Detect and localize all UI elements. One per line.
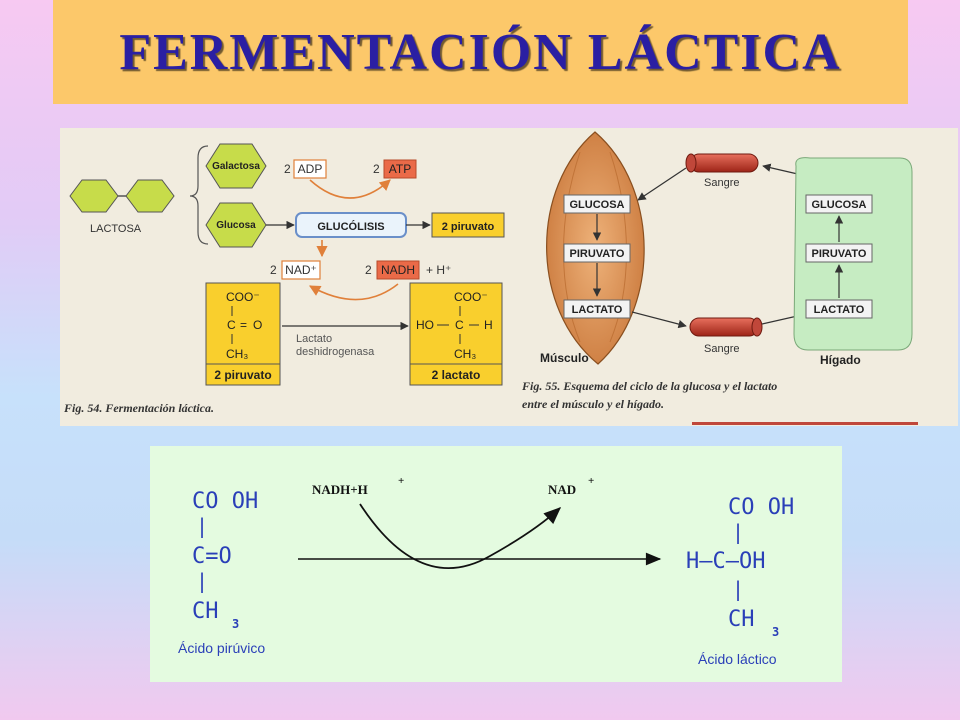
pyruvic-bond-2: |	[196, 569, 208, 593]
lactate-h: H	[484, 318, 493, 332]
muscle-lactato-label: LACTATO	[572, 304, 623, 316]
lactate-coo: COO⁻	[454, 290, 488, 304]
piruvato-output-label: 2 piruvato	[442, 221, 495, 233]
pyruvic-cooh: CO OH	[192, 489, 258, 514]
fig54-caption: Fig. 54. Fermentación láctica.	[63, 401, 214, 415]
lactic-sub-3: 3	[772, 625, 779, 639]
liver-lactato-label: LACTATO	[814, 304, 865, 316]
muscle-to-blood-arrow	[631, 311, 687, 329]
muscle-piruvato-box	[563, 243, 631, 263]
split-brace	[189, 145, 209, 245]
musculo-label: Músculo	[540, 351, 589, 365]
lactate-ho: HO	[416, 318, 434, 332]
textbook-figure-panel: LACTOSA Galactosa Glucosa GLUCÓLISIS 2 p…	[60, 128, 958, 426]
enzyme-label-line2: deshidrogenasa	[296, 346, 375, 358]
nadh-box	[376, 260, 420, 280]
liver-glucosa-label: GLUCOSA	[812, 199, 867, 211]
lactate-c: C	[455, 318, 464, 332]
glucosa-label: Glucosa	[216, 220, 256, 231]
nadh-label: NADH	[381, 263, 415, 277]
pyruvate-ch3: CH₃	[226, 347, 248, 361]
liver-glucosa-box	[805, 194, 873, 214]
sangre-top-label: Sangre	[704, 177, 739, 189]
reaction-panel: CO OH | C=O | CH 3 Ácido pirúvico NADH+H…	[150, 446, 842, 682]
nad-label: NAD⁺	[285, 263, 317, 277]
nad-label: NAD	[548, 482, 576, 497]
page-title: FERMENTACIÓN LÁCTICA	[119, 23, 842, 81]
plus-h-label: + H⁺	[426, 263, 451, 277]
nadh-superscript: +	[398, 475, 404, 487]
galactosa-hexagon	[205, 143, 267, 189]
pyruvic-bond-1: |	[196, 514, 208, 538]
atp-coefficient: 2	[373, 162, 380, 176]
pyruvic-ch: CH	[192, 599, 219, 624]
lactosa-label: LACTOSA	[90, 223, 142, 235]
galactosa-label: Galactosa	[212, 161, 260, 172]
lactic-ch: CH	[728, 607, 755, 632]
cofactor-curved-arrow	[359, 503, 562, 569]
nad-box	[281, 260, 321, 280]
blood-vessel-top	[685, 153, 759, 173]
nadh-nad-arc-arrow-return	[309, 283, 399, 301]
lactic-cooh: CO OH	[728, 495, 794, 520]
lactose-hexagon-left	[69, 179, 119, 213]
fig55-caption-line1: Fig. 55. Esquema del ciclo de la glucosa…	[521, 379, 777, 393]
pyruvic-acid-structure: CO OH | C=O | CH 3	[192, 489, 258, 631]
nadh-label: NADH+H	[312, 482, 368, 497]
textbook-figures-svg: LACTOSA Galactosa Glucosa GLUCÓLISIS 2 p…	[63, 131, 918, 425]
liver-piruvato-box	[805, 243, 873, 263]
lactate-molecule-box	[409, 282, 503, 386]
muscle-piruvato-label: PIRUVATO	[569, 248, 624, 260]
higado-label: Hígado	[820, 353, 861, 367]
pyruvate-double-bond: =	[240, 318, 247, 332]
liver-piruvato-label: PIRUVATO	[811, 248, 866, 260]
enzyme-label-line1: Lactato	[296, 333, 332, 345]
nad-superscript: +	[588, 475, 594, 487]
lactic-bond-1: |	[732, 520, 744, 544]
muscle-lactato-box	[563, 299, 631, 319]
muscle-glucosa-label: GLUCOSA	[570, 199, 625, 211]
glucolisis-label: GLUCÓLISIS	[317, 220, 384, 233]
adp-label: ADP	[298, 162, 323, 176]
fig55-caption-line2: entre el músculo y el hígado.	[522, 397, 664, 411]
pyruvate-coo: COO⁻	[226, 290, 260, 304]
lactic-center: H–C–OH	[686, 549, 765, 574]
atp-box	[383, 159, 417, 179]
blood-vessel-bottom	[689, 317, 763, 337]
lactic-acid-structure: CO OH | H–C–OH | CH 3	[686, 495, 794, 639]
lactic-bond-2: |	[732, 577, 744, 601]
nadh-coefficient: 2	[365, 263, 372, 277]
pyruvic-carbonyl: C=O	[192, 544, 232, 569]
pyruvic-sub-3: 3	[232, 617, 239, 631]
title-banner: FERMENTACIÓN LÁCTICA	[53, 0, 908, 104]
page-edge-accent	[692, 422, 918, 425]
lactate-label: 2 lactato	[432, 368, 481, 382]
liver-lactato-box	[805, 299, 873, 319]
pyruvate-molecule-box	[205, 282, 281, 386]
pyruvate-label: 2 piruvato	[214, 368, 271, 382]
atp-label: ATP	[389, 162, 411, 176]
adp-atp-arc-arrow	[309, 179, 391, 199]
blood-to-muscle-arrow	[637, 167, 687, 201]
adp-box	[293, 159, 327, 179]
adp-coefficient: 2	[284, 162, 291, 176]
lactose-hexagon-right	[125, 179, 175, 213]
nad-coefficient: 2	[270, 263, 277, 277]
fig54-fermentation-diagram: LACTOSA Galactosa Glucosa GLUCÓLISIS 2 p…	[63, 143, 505, 415]
pyruvic-acid-name: Ácido pirúvico	[178, 640, 265, 656]
pyruvate-o: O	[253, 318, 262, 332]
fig55-cori-cycle-diagram: GLUCOSA PIRUVATO LACTATO Músculo Sangre …	[521, 131, 918, 425]
lactate-ch3: CH₃	[454, 347, 476, 361]
piruvato-output-box	[431, 212, 505, 238]
pyruvate-c: C	[227, 318, 236, 332]
reaction-svg: CO OH | C=O | CH 3 Ácido pirúvico NADH+H…	[178, 475, 794, 667]
sangre-bottom-label: Sangre	[704, 343, 739, 355]
lactic-acid-name: Ácido láctico	[698, 651, 777, 667]
muscle-glucosa-box	[563, 194, 631, 214]
